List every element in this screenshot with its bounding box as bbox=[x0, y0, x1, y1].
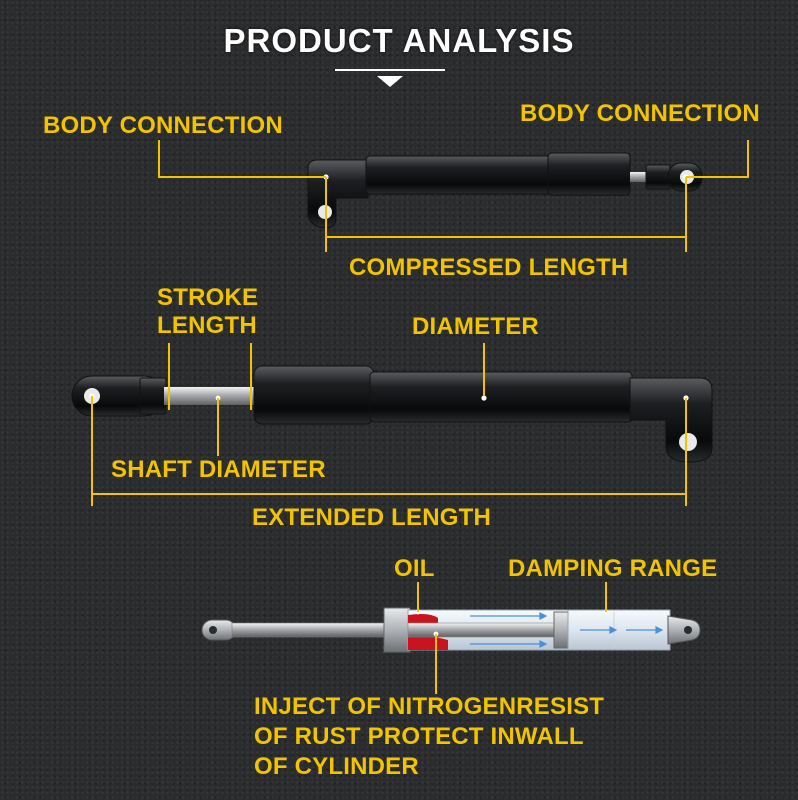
page-title: PRODUCT ANALYSIS bbox=[223, 22, 575, 59]
label-diameter: DIAMETER bbox=[412, 313, 539, 340]
label-nitrogen-line3: OF CYLINDER bbox=[254, 753, 419, 780]
compressed-leader-lines bbox=[158, 140, 749, 252]
label-stroke-length-line1: STROKE bbox=[157, 284, 259, 311]
label-stroke-length-line2: LENGTH bbox=[157, 312, 257, 339]
title-underline bbox=[335, 69, 445, 71]
label-compressed-length: COMPRESSED LENGTH bbox=[349, 254, 629, 281]
internal-leader-lines bbox=[417, 582, 607, 694]
label-oil: OIL bbox=[394, 555, 435, 582]
label-damping-range: DAMPING RANGE bbox=[508, 555, 718, 582]
label-nitrogen-line2: OF RUST PROTECT INWALL bbox=[254, 723, 584, 750]
compressed-spring bbox=[307, 152, 703, 229]
label-nitrogen-line1: INJECT OF NITROGENRESIST bbox=[254, 693, 605, 720]
extended-leader-lines bbox=[91, 343, 687, 506]
label-shaft-diameter: SHAFT DIAMETER bbox=[111, 456, 326, 483]
label-extended-length: EXTENDED LENGTH bbox=[252, 504, 492, 531]
label-body-connection-left: BODY CONNECTION bbox=[43, 112, 283, 139]
extended-spring bbox=[71, 365, 713, 463]
internal-cutaway-spring bbox=[201, 607, 701, 653]
title-down-arrow-icon bbox=[377, 76, 403, 87]
label-body-connection-right: BODY CONNECTION bbox=[520, 100, 760, 127]
flow-arrows bbox=[470, 612, 664, 648]
